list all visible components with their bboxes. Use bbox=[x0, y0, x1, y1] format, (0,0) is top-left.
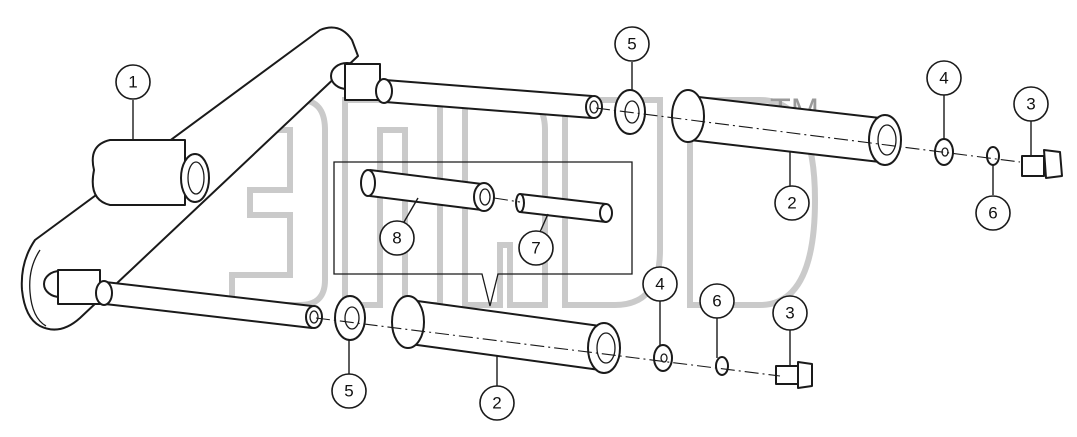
svg-text:7: 7 bbox=[531, 239, 540, 258]
svg-text:6: 6 bbox=[988, 204, 997, 223]
callout-8: 8 bbox=[379, 220, 415, 256]
svg-text:1: 1 bbox=[128, 73, 137, 92]
callout-3-lower: 3 bbox=[772, 295, 808, 331]
svg-text:2: 2 bbox=[492, 394, 501, 413]
svg-text:5: 5 bbox=[627, 35, 636, 54]
center-lines bbox=[315, 107, 1021, 377]
callout-4-lower: 4 bbox=[642, 266, 678, 302]
callout-2-upper: 2 bbox=[774, 185, 810, 221]
svg-text:2: 2 bbox=[787, 194, 796, 213]
callout-2-lower: 2 bbox=[479, 385, 515, 421]
callout-6-lower: 6 bbox=[699, 283, 735, 319]
callout-5-lower: 5 bbox=[331, 373, 367, 409]
lower-bushing-part bbox=[391, 295, 621, 374]
callout-6-upper: 6 bbox=[975, 195, 1011, 231]
svg-text:8: 8 bbox=[392, 229, 401, 248]
svg-text:4: 4 bbox=[939, 69, 948, 88]
upper-bushing-part bbox=[671, 89, 902, 166]
lower-flat-washer bbox=[653, 344, 673, 372]
svg-text:3: 3 bbox=[785, 304, 794, 323]
lower-fastener-set bbox=[653, 344, 813, 389]
svg-text:4: 4 bbox=[655, 275, 664, 294]
svg-text:5: 5 bbox=[344, 382, 353, 401]
callout-3-upper: 3 bbox=[1013, 86, 1049, 122]
upper-fastener-set bbox=[934, 138, 1063, 179]
inset-sleeve-7 bbox=[519, 193, 607, 223]
callout-4-upper: 4 bbox=[926, 60, 962, 96]
upper-lock-washer bbox=[986, 146, 1000, 166]
lower-pin-part bbox=[57, 269, 323, 329]
svg-text:6: 6 bbox=[712, 292, 721, 311]
upper-bolt bbox=[1021, 155, 1045, 177]
inset-detail bbox=[333, 161, 633, 307]
callout-7: 7 bbox=[518, 230, 554, 266]
callout-1: 1 bbox=[115, 64, 151, 100]
lower-lock-washer bbox=[715, 356, 729, 376]
upper-pin-part bbox=[344, 63, 603, 119]
lower-washer-part bbox=[334, 295, 366, 341]
svg-text:3: 3 bbox=[1026, 95, 1035, 114]
callout-5-upper: 5 bbox=[614, 26, 650, 62]
lower-bolt bbox=[775, 365, 799, 385]
